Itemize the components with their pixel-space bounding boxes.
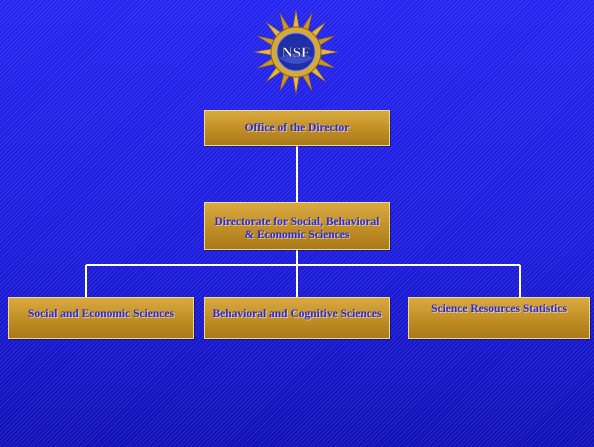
sbe-directorate-box: Directorate for Social, Behavioral & Eco…	[204, 202, 390, 250]
nsf-logo: NSF	[252, 8, 340, 96]
social-economic-sciences-label: Social and Economic Sciences	[28, 307, 174, 320]
office-of-the-director-label: Office of the Director	[244, 121, 350, 134]
sbe-directorate-label: Directorate for Social, Behavioral & Eco…	[214, 216, 380, 241]
science-resources-statistics-box: Science Resources Statistics	[408, 297, 590, 339]
office-of-the-director-box: Office of the Director	[204, 110, 390, 146]
behavioral-cognitive-sciences-label: Behavioral and Cognitive Sciences	[212, 307, 382, 320]
science-resources-statistics-label: Science Resources Statistics	[431, 302, 567, 315]
social-economic-sciences-box: Social and Economic Sciences	[8, 297, 194, 339]
logo-text: NSF	[282, 45, 310, 61]
behavioral-cognitive-sciences-box: Behavioral and Cognitive Sciences	[204, 297, 390, 339]
